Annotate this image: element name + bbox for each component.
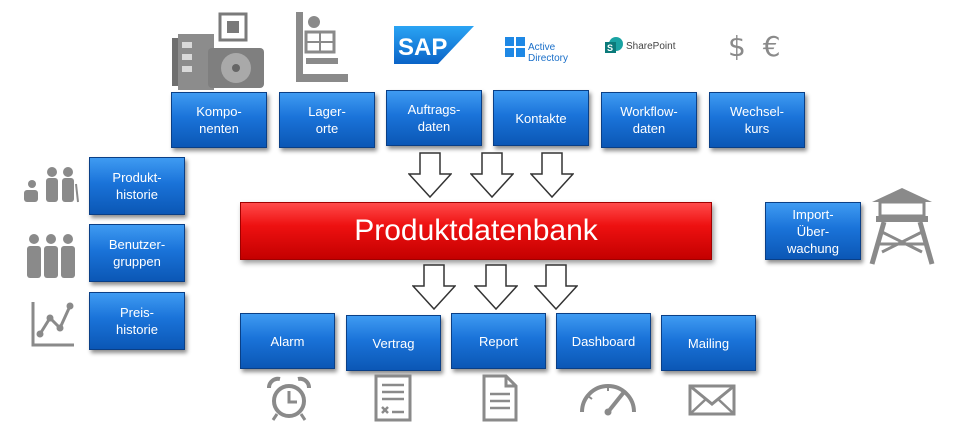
contract-document-icon	[374, 374, 412, 422]
source-box-kontakte[interactable]: Kontakte	[493, 90, 589, 146]
source-box-auftragsdaten[interactable]: Auftrags- daten	[386, 90, 482, 146]
down-arrow-icon	[412, 264, 456, 310]
svg-text:S: S	[607, 43, 613, 53]
envelope-icon	[688, 384, 736, 416]
source-box-lagerorte[interactable]: Lager- orte	[279, 92, 375, 148]
user-group-icon	[27, 234, 75, 278]
svg-text:SAP: SAP	[398, 34, 447, 61]
people-generations-icon	[24, 167, 79, 203]
sharepoint-label: SharePoint	[626, 41, 676, 52]
output-box-mailing[interactable]: Mailing	[661, 315, 756, 371]
source-box-komponenten[interactable]: Kompo- nenten	[171, 92, 267, 148]
down-arrow-icon	[408, 152, 452, 198]
output-box-dashboard[interactable]: Dashboard	[556, 313, 651, 369]
source-box-workflowdaten[interactable]: Workflow- daten	[601, 92, 697, 148]
source-box-benutzergruppen[interactable]: Benutzer- gruppen	[89, 224, 185, 282]
down-arrow-icon	[474, 264, 518, 310]
hardware-components-icon	[172, 12, 264, 90]
active-directory-logo: Active Directory	[504, 36, 586, 64]
currency-icon: $ €	[728, 30, 785, 63]
down-arrow-icon	[534, 264, 578, 310]
watchtower-icon	[869, 188, 935, 265]
warehouse-shelf-icon	[296, 12, 348, 82]
down-arrow-icon	[530, 152, 574, 198]
down-arrow-icon	[470, 152, 514, 198]
gauge-icon	[580, 384, 636, 416]
output-box-vertrag[interactable]: Vertrag	[346, 315, 441, 371]
line-chart-icon	[31, 302, 74, 347]
sap-logo: SAP	[394, 26, 474, 64]
source-box-wechselkurs[interactable]: Wechsel- kurs	[709, 92, 805, 148]
source-box-import-ueberwachung[interactable]: Import- Über- wachung	[765, 202, 861, 260]
sharepoint-logo: S SharePoint	[604, 36, 684, 58]
output-box-alarm[interactable]: Alarm	[240, 313, 335, 369]
product-database[interactable]: Produktdatenbank	[240, 202, 712, 260]
alarm-clock-icon	[267, 376, 311, 421]
source-box-produkthistorie[interactable]: Produkt- historie	[89, 157, 185, 215]
source-box-preishistorie[interactable]: Preis- historie	[89, 292, 185, 350]
active-directory-label: Active Directory	[528, 42, 569, 64]
output-box-report[interactable]: Report	[451, 313, 546, 369]
report-document-icon	[482, 374, 518, 422]
